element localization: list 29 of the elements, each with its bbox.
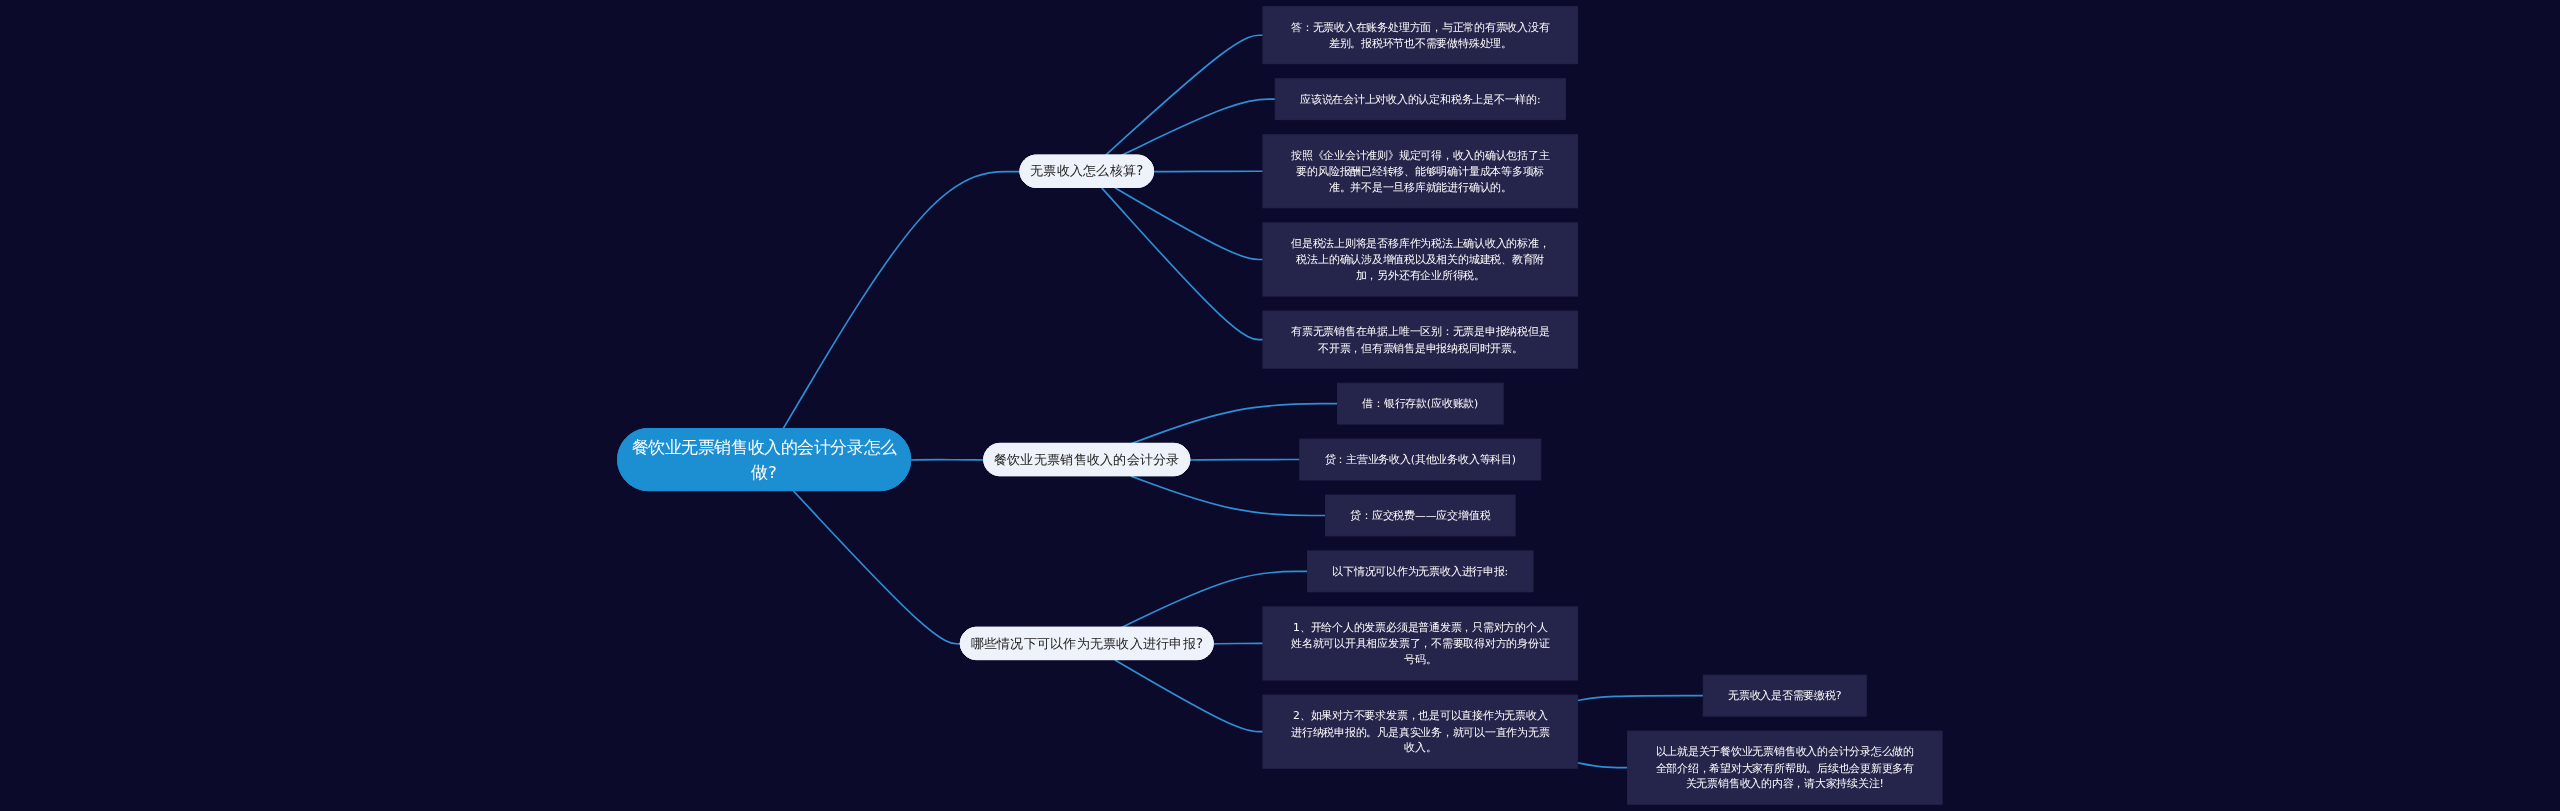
node-box: 贷：应交税费——应交增值税: [1325, 494, 1516, 537]
connector: [1130, 475, 1327, 517]
node-box: 无票收入是否需要缴税?: [1702, 674, 1867, 717]
connector: [1189, 458, 1301, 461]
connector: [1576, 694, 1705, 702]
connector: [1576, 761, 1629, 769]
node-box: 应该说在会计上对收入的认定和税务上是不一样的:: [1274, 78, 1566, 121]
connector: [782, 170, 1022, 430]
node-box: 以上就是关于餐饮业无票销售收入的会计分录怎么做的全部介绍，希望对大家有所帮助。后续也会更新更多有关无票销售收入的内容，请大家持续关注!: [1627, 730, 1943, 805]
connector: [1100, 187, 1264, 341]
connector: [1120, 570, 1309, 629]
node-box: 答：无票收入在账务处理方面，与正常的有票收入没有差别。报税环节也不需要做特殊处理。: [1262, 6, 1579, 65]
connector: [1212, 642, 1264, 645]
node-box: 有票无票销售在单据上唯一区别：无票是申报纳税但是不开票，但有票销售是申报纳税同时开票。: [1262, 310, 1579, 369]
node-box: 2、如果对方不要求发票，也是可以直接作为无票收入进行纳税申报的。凡是真实业务，就可以一直作为无票收入。: [1262, 694, 1579, 769]
connector: [910, 458, 986, 461]
node-box: 按照《企业会计准则》规定可得，收入的确认包括了主要的风险报酬已经转移、能够明确计量成本等多项标准。并不是一旦移库就能进行确认的。: [1262, 134, 1579, 209]
connector: [1130, 402, 1339, 445]
node-box: 以下情况可以作为无票收入进行申报:: [1307, 550, 1534, 593]
connector: [1114, 187, 1264, 261]
connector: [1120, 98, 1277, 157]
connector: [1114, 659, 1264, 733]
connector: [792, 490, 962, 645]
node-box: 1、开给个人的发票必须是普通发票，只需对方的个人姓名就可以开具相应发票了，不需要取得对方的身份证号码。: [1262, 606, 1579, 681]
connector: [1104, 34, 1264, 157]
node-box: 借：银行存款(应收账款): [1337, 382, 1504, 425]
connector: [1153, 170, 1264, 173]
node-box: 贷：主营业务收入(其他业务收入等科目): [1299, 438, 1542, 481]
node-box: 但是税法上则将是否移库作为税法上确认收入的标准，税法上的确认涉及增值税以及相关的城建税、教育附加，另外还有企业所得税。: [1262, 222, 1579, 297]
